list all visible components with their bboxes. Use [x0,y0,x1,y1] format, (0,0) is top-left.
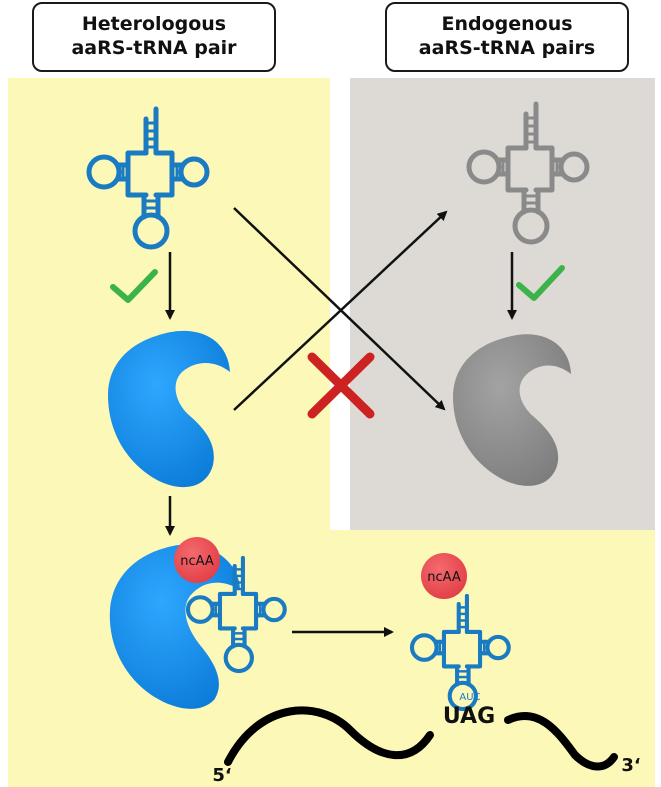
heterologous-header-line1: Heterologous [81,13,227,35]
ncaa-charged-label: ncAA [427,570,461,585]
arrow-heterologous-trna-to-endogenous-aars [233,207,446,411]
mrna-strand [224,706,618,771]
heterologous-header-line2: aaRS-tRNA pair [71,37,237,59]
three-prime-label: 3‘ [621,755,640,776]
ncaa-bound-icon [174,537,220,583]
endogenous-header: Endogenous aaRS-tRNA pairs [385,2,629,72]
ncaa-bound-label: ncAA [180,554,214,569]
green-check-icon [110,269,158,303]
endogenous-header-line1: Endogenous [441,13,573,35]
charging-aars-icon [109,544,240,709]
codon-label: UAG [443,704,495,729]
endogenous-aars-icon [453,334,571,486]
green-check-icon [516,265,565,301]
anticodon-label: AUC [459,692,480,703]
heterologous-header: Heterologous aaRS-tRNA pair [32,2,276,72]
heterologous-aars-icon [108,330,230,488]
ncaa-charged-icon [421,553,467,599]
arrow-heterologous-aars-to-endogenous-trna [233,210,448,411]
five-prime-label: 5‘ [212,765,231,786]
endogenous-header-line2: aaRS-tRNA pairs [418,37,596,59]
red-cross-icon [307,352,375,419]
